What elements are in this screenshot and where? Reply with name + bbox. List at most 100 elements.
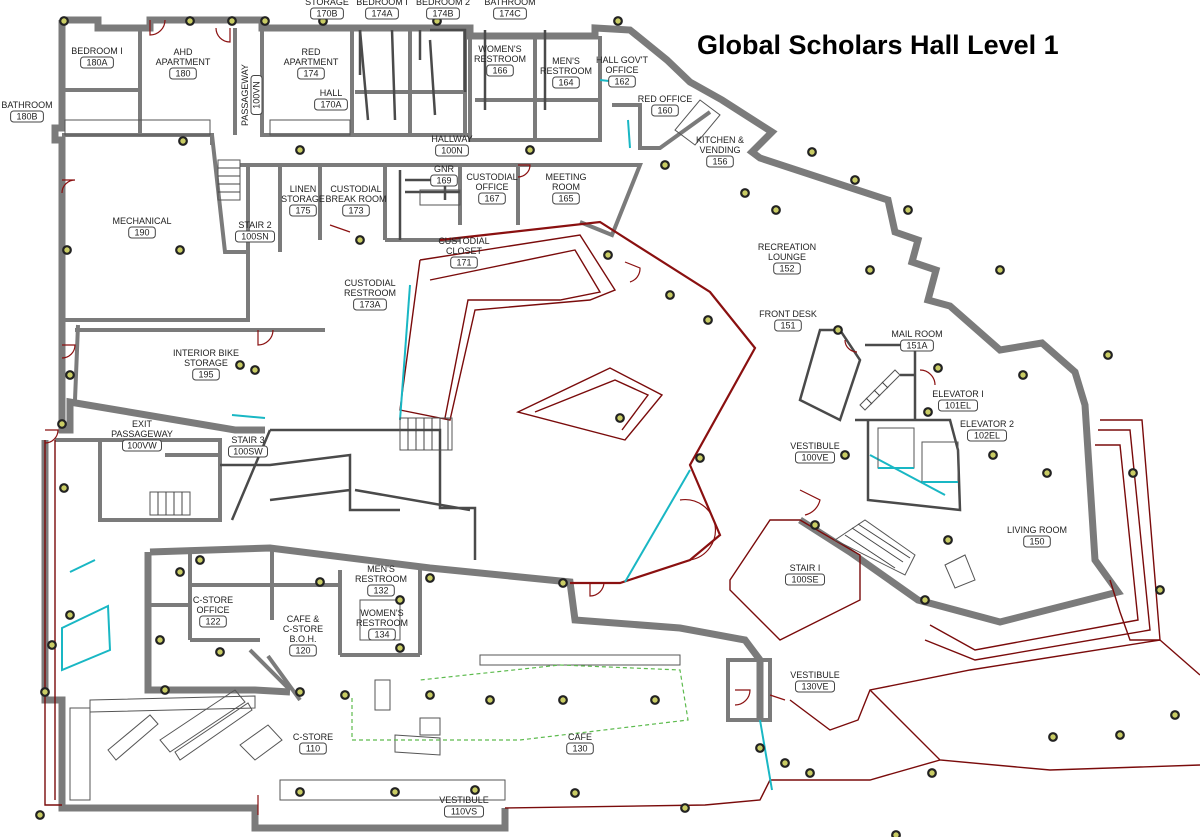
sensor-marker — [923, 407, 933, 417]
room-number: 195 — [198, 370, 213, 380]
room-number-box — [785, 573, 825, 586]
room-number: 151A — [906, 341, 927, 351]
doors — [44, 19, 936, 815]
room-number-box — [235, 230, 275, 243]
room-name: CAFE — [568, 732, 592, 742]
room-name: GNR — [434, 164, 455, 174]
sensor-marker — [260, 16, 270, 26]
room-number: 100SN — [241, 232, 269, 242]
room-number: 173A — [359, 300, 380, 310]
room-name: KITCHEN & — [696, 135, 744, 145]
sensor-marker — [558, 578, 568, 588]
furniture — [64, 99, 976, 801]
room-name: MEN'S — [552, 56, 580, 66]
room-number: 110 — [306, 744, 320, 754]
room-number-box — [80, 56, 114, 69]
room-name: HALLWAY — [431, 134, 472, 144]
room-name: CAFE & — [287, 614, 320, 624]
room-number: 164 — [558, 78, 573, 88]
room-number: 100SW — [233, 447, 263, 457]
sensor-marker — [395, 643, 405, 653]
sensor-marker — [613, 16, 623, 26]
sensor-marker — [355, 235, 365, 245]
room-name: RESTROOM — [344, 288, 396, 298]
room-label-stair-3: STAIR 3 100SW — [228, 435, 268, 458]
sensor-marker — [47, 640, 57, 650]
room-number-box — [342, 204, 370, 217]
room-number: 120 — [295, 646, 310, 656]
sensor-marker — [65, 610, 75, 620]
room-name: MEN'S — [367, 564, 395, 574]
sensor-marker — [35, 810, 45, 820]
room-name: RESTROOM — [474, 54, 526, 64]
room-name: STAIR 3 — [231, 435, 264, 445]
room-number: 130VE — [801, 682, 828, 692]
room-name: VENDING — [699, 145, 740, 155]
room-name: OFFICE — [476, 182, 509, 192]
room-number-box — [486, 64, 514, 77]
room-name: BREAK ROOM — [325, 194, 386, 204]
room-number: 150 — [1029, 537, 1044, 547]
room-number-box — [608, 75, 636, 88]
room-name: RESTROOM — [540, 66, 592, 76]
sensor-marker — [660, 160, 670, 170]
room-name: STORAGE — [281, 194, 325, 204]
room-number: 175 — [295, 206, 310, 216]
room-name: STAIR I — [790, 563, 821, 573]
room-number: 166 — [492, 66, 507, 76]
sensor-marker — [1170, 710, 1180, 720]
room-name: LOUNGE — [768, 252, 806, 262]
room-number-box — [795, 680, 835, 693]
room-number-box — [367, 584, 395, 597]
room-number-box — [353, 298, 387, 311]
room-number-box — [314, 98, 348, 111]
room-number-box — [450, 256, 478, 269]
sensor-marker — [470, 785, 480, 795]
room-name: CUSTODIAL — [466, 172, 517, 182]
room-name: RED OFFICE — [638, 94, 693, 104]
room-name: BEDROOM I — [356, 0, 408, 7]
room-name: RED — [301, 47, 321, 57]
cafe-seating-boundary — [351, 664, 689, 741]
sensor-marker — [315, 577, 325, 587]
room-number: 180 — [175, 69, 190, 79]
room-number: 132 — [373, 586, 388, 596]
sensor-marker — [805, 768, 815, 778]
sensor-marker — [703, 315, 713, 325]
room-name: APARTMENT — [284, 57, 339, 67]
room-name: RECREATION — [758, 242, 816, 252]
sensor-marker — [1128, 468, 1138, 478]
sensor-marker — [850, 175, 860, 185]
sensor-marker — [665, 290, 675, 300]
room-number: 152 — [779, 264, 794, 274]
sensor-marker — [558, 695, 568, 705]
room-name: BEDROOM I — [71, 46, 123, 56]
sensor-marker — [695, 453, 705, 463]
room-number-box — [10, 110, 44, 123]
sensor-marker — [59, 16, 69, 26]
room-name: CUSTODIAL — [438, 236, 489, 246]
sensor-marker — [988, 450, 998, 460]
room-number-box — [900, 339, 934, 352]
room-number: 174 — [303, 69, 318, 79]
room-name: RESTROOM — [355, 574, 407, 584]
stair-flights — [149, 159, 916, 576]
room-number-box — [566, 742, 594, 755]
sensor-marker — [425, 573, 435, 583]
room-number-box — [774, 319, 802, 332]
